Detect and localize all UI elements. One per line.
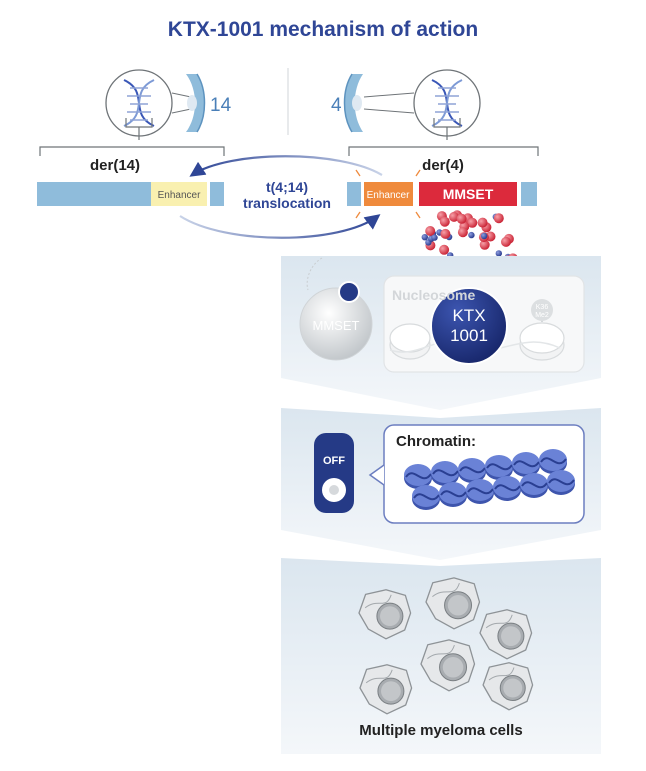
mmset-gene-label: MMSET <box>443 186 494 202</box>
translocation-label-line1: t(4;14) <box>266 179 308 195</box>
mmset-protein-ball <box>439 244 450 255</box>
mmset-protein-cluster <box>401 210 522 275</box>
nucleosome-disc-icon <box>404 464 432 489</box>
nucleosome-disc-icon <box>412 485 440 510</box>
der14-bracket <box>39 146 225 156</box>
enhancer-right-label: Enhancer <box>367 190 410 201</box>
ktx-label-line2: 1001 <box>450 326 488 345</box>
der14-label: der(14) <box>90 157 140 174</box>
myeloma-cell <box>420 639 476 692</box>
panel-enzyme-inhibition <box>281 256 601 410</box>
mmset-protein-ball <box>449 211 459 222</box>
panel-myeloma-cells <box>281 558 601 754</box>
chromosome-4 <box>343 73 363 133</box>
nucleosome-disc-icon <box>458 458 486 483</box>
mmset-protein-ball <box>479 239 490 250</box>
methyl-mark-ball <box>468 231 475 239</box>
chromatin-fiber-icon <box>404 449 575 510</box>
chromosome-14 <box>186 73 206 133</box>
nucleosome-disc-icon <box>512 452 540 477</box>
nucleosome-disc-icon <box>466 479 494 504</box>
translocation-label-line2: translocation <box>243 195 331 211</box>
dna-magnifier-left-icon <box>105 69 192 140</box>
nucleosome-disc-icon <box>485 455 513 480</box>
myeloma-cell <box>425 577 481 630</box>
chromosome-4-number: 4 <box>331 95 342 116</box>
nucleosome-disc-icon <box>431 461 459 486</box>
mmset-protein-ball <box>467 217 478 228</box>
translocation-arrow-top <box>189 155 383 177</box>
mmset-protein-ball <box>456 213 467 224</box>
mmset-protein-ball <box>477 217 488 228</box>
mmset-enzyme-label: MMSET <box>313 318 360 333</box>
chromatin-label: Chromatin: <box>396 433 476 450</box>
methyl-mark-ball <box>495 250 502 257</box>
nucleosome-disc-icon <box>547 470 575 495</box>
translocation-arrow-bottom <box>179 214 381 239</box>
nucleosome-disc-icon <box>520 473 548 498</box>
mmset-protein-ball <box>425 226 436 236</box>
panel-chromatin-off <box>281 408 601 560</box>
mmset-protein-ball <box>457 227 468 238</box>
der4-label: der(4) <box>422 157 464 174</box>
nucleosome-disc-icon <box>493 476 521 501</box>
nucleosome-disc-icon <box>539 449 567 474</box>
myeloma-cell <box>359 664 413 715</box>
dna-magnifier-right-icon <box>363 69 481 140</box>
nucleosome-disc-icon <box>439 482 467 507</box>
methyl-mark-ball <box>431 234 438 241</box>
mmset-protein-ball <box>493 213 504 224</box>
mmset-protein-ball <box>440 228 451 239</box>
chromosome-14-number: 14 <box>210 95 232 116</box>
der4-chromosome-bar <box>347 169 537 219</box>
methyl-mark-ball <box>480 232 488 240</box>
diagram-title: KTX-1001 mechanism of action <box>167 18 479 41</box>
enhancer-left-label: Enhancer <box>158 190 201 201</box>
der14-chromosome-bar <box>37 182 224 206</box>
mmset-protein-ball <box>501 236 511 247</box>
myeloma-cell <box>479 609 533 660</box>
k36-mark-line1: K36 <box>536 304 549 311</box>
myeloma-cell <box>358 589 412 640</box>
myeloma-cell <box>482 662 534 711</box>
off-switch-label: OFF <box>323 455 345 467</box>
mmset-protein-ball <box>439 216 450 227</box>
der4-bracket <box>348 146 539 156</box>
ktx-label-line1: KTX <box>452 306 485 325</box>
nucleosome-label: Nucleosome <box>392 287 475 303</box>
myeloma-cells-label: Multiple myeloma cells <box>359 722 522 739</box>
methyl-mark-ball <box>421 234 428 241</box>
k36-mark-line2: Me2 <box>535 312 549 319</box>
